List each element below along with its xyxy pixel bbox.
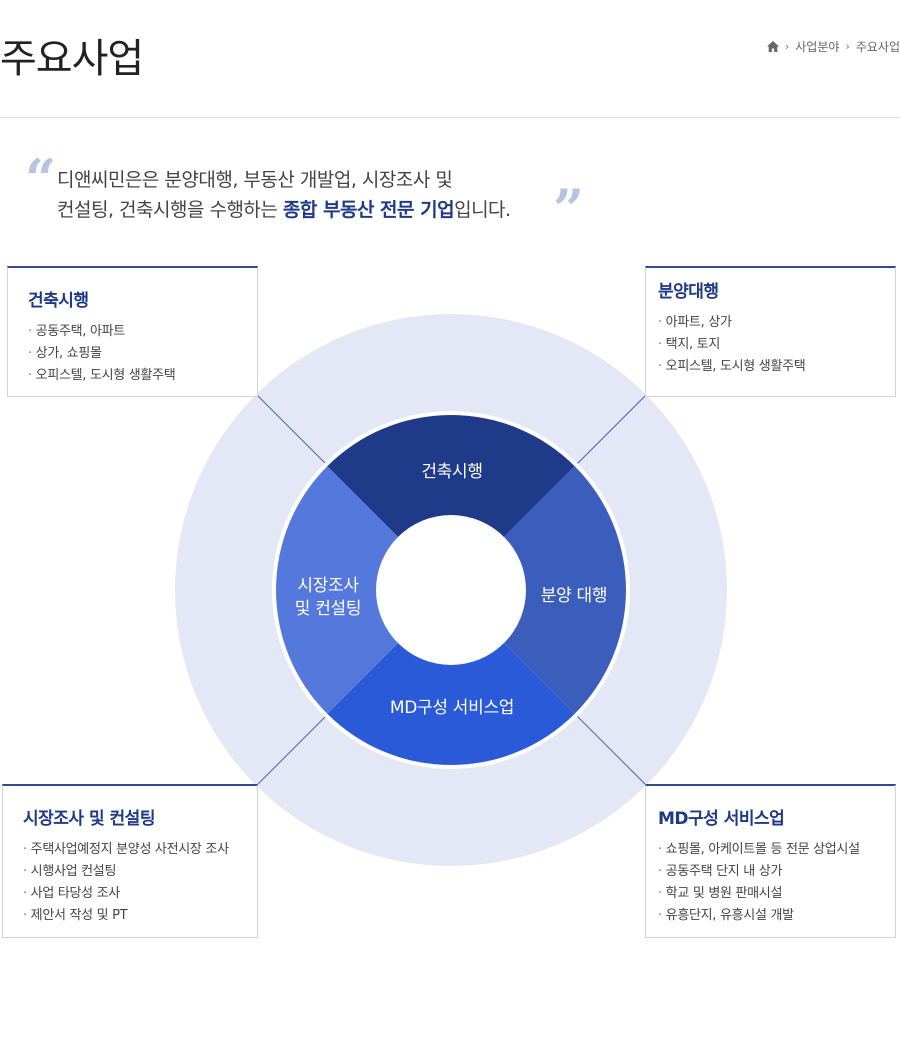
segment-label-research-line2: 및 컨설팅	[294, 599, 362, 619]
breadcrumb-item-business-area[interactable]: 사업분야	[795, 39, 840, 54]
connector-line-top-left	[257, 395, 331, 469]
list-item: 택지, 토지	[658, 334, 895, 356]
connector-line-top-right	[574, 395, 646, 467]
list-item: 주택사업예정지 분양성 사전시장 조사	[23, 839, 257, 861]
list-item: 사업 타당성 조사	[23, 883, 257, 905]
segment-label-construction-text: 건축시행	[421, 462, 483, 482]
open-quote-icon: “	[25, 147, 57, 211]
segment-label-md[interactable]: MD구성 서비스업	[362, 697, 542, 720]
info-box-construction-title: 건축시행	[28, 291, 89, 311]
info-box-construction-list: 공동주택, 아파트 상가, 쇼핑몰 오피스텔, 도시형 생활주택	[28, 321, 257, 387]
segment-bottom	[327, 643, 575, 765]
info-box-research: 시장조사 및 컨설팅 주택사업예정지 분양성 사전시장 조사 시행사업 컨설팅 …	[2, 784, 258, 938]
breadcrumb: › 사업분야 › 주요사업	[766, 38, 900, 54]
page-title: 주요사업	[0, 36, 144, 82]
list-item: 공동주택, 아파트	[28, 321, 257, 343]
segment-label-md-text: MD구성 서비스업	[389, 698, 515, 718]
list-item: 공동주택 단지 내 상가	[658, 861, 895, 883]
close-quote-icon: ”	[553, 177, 585, 241]
info-box-md-list: 쇼핑몰, 아케이트몰 등 전문 상업시설 공동주택 단지 내 상가 학교 및 병…	[658, 839, 895, 927]
chevron-right-icon: ›	[845, 39, 850, 53]
segment-top	[327, 415, 575, 537]
info-box-md: MD구성 서비스업 쇼핑몰, 아케이트몰 등 전문 상업시설 공동주택 단지 내…	[645, 784, 896, 938]
intro-line-1: 디앤씨민은은 분양대행, 부동산 개발업, 시장조사 및	[57, 169, 453, 191]
list-item: 학교 및 병원 판매시설	[658, 883, 895, 905]
intro-line-2: 컨설팅, 건축시행을 수행하는 종합 부동산 전문 기업입니다.	[57, 195, 511, 225]
list-item: 쇼핑몰, 아케이트몰 등 전문 상업시설	[658, 839, 895, 861]
list-item: 유흥단지, 유흥시설 개발	[658, 905, 895, 927]
list-item: 상가, 쇼핑몰	[28, 343, 257, 365]
list-item: 오피스텔, 도시형 생활주택	[658, 356, 895, 378]
info-box-construction: 건축시행 공동주택, 아파트 상가, 쇼핑몰 오피스텔, 도시형 생활주택	[7, 266, 258, 397]
segment-label-research[interactable]: 시장조사 및 컨설팅	[270, 575, 386, 621]
home-icon[interactable]	[766, 40, 779, 52]
info-box-research-title: 시장조사 및 컨설팅	[23, 809, 155, 829]
chevron-right-icon: ›	[784, 39, 790, 53]
segment-right	[504, 466, 626, 714]
header-divider	[0, 117, 900, 118]
intro-line-2-text: 컨설팅, 건축시행을 수행하는	[57, 199, 283, 221]
segment-label-construction[interactable]: 건축시행	[390, 461, 514, 484]
segment-left	[276, 466, 398, 714]
segment-label-sales-text: 분양 대행	[540, 586, 608, 606]
info-box-sales-title: 분양대행	[658, 282, 719, 302]
list-item: 아파트, 상가	[658, 312, 895, 334]
segment-label-research-line1: 시장조사	[297, 576, 359, 596]
breadcrumb-item-current: 주요사업	[855, 39, 900, 54]
list-item: 오피스텔, 도시형 생활주택	[28, 365, 257, 387]
segment-label-sales[interactable]: 분양 대행	[516, 585, 632, 608]
list-item: 제안서 작성 및 PT	[23, 905, 257, 927]
intro-highlight: 종합 부동산 전문 기업	[282, 199, 455, 221]
info-box-sales: 분양대행 아파트, 상가 택지, 토지 오피스텔, 도시형 생활주택	[645, 266, 896, 397]
list-item: 시행사업 컨설팅	[23, 861, 257, 883]
info-box-md-title: MD구성 서비스업	[658, 809, 785, 829]
connector-line-bottom-right	[574, 713, 646, 785]
info-box-sales-list: 아파트, 상가 택지, 토지 오피스텔, 도시형 생활주택	[658, 312, 895, 378]
connector-line-bottom-left	[257, 711, 331, 785]
intro-text: 디앤씨민은은 분양대행, 부동산 개발업, 시장조사 및 컨설팅, 건축시행을 …	[57, 165, 511, 225]
info-box-research-list: 주택사업예정지 분양성 사전시장 조사 시행사업 컨설팅 사업 타당성 조사 제…	[23, 839, 257, 927]
intro-line-2-end: 입니다.	[454, 199, 511, 221]
